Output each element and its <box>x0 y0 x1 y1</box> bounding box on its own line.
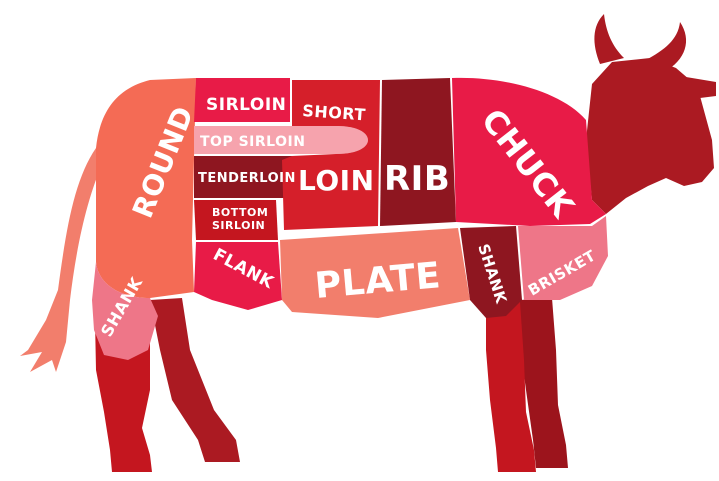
label-rib: RIB <box>384 159 450 199</box>
label-bottom-sirloin-line1: BOTTOM <box>212 206 268 219</box>
cut-rib[interactable] <box>380 78 456 226</box>
label-short-loin-line2: LOIN <box>298 164 375 197</box>
tail <box>20 148 104 372</box>
label-bottom-sirloin-line2: SIRLOIN <box>212 219 265 232</box>
horn-left <box>594 14 624 64</box>
label-tenderloin: TENDERLOIN <box>198 171 296 186</box>
label-sirloin: SIRLOIN <box>206 95 286 115</box>
label-top-sirloin: TOP SIRLOIN <box>200 134 305 150</box>
far-rear-leg <box>150 298 240 462</box>
